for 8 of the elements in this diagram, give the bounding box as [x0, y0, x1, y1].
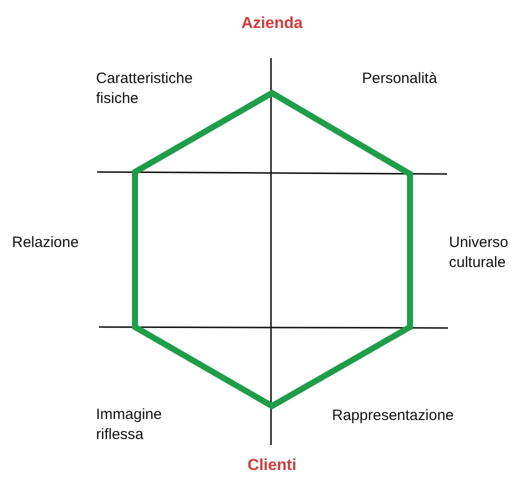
axis-heading: Azienda [240, 14, 304, 34]
facet-label: Relazione [12, 233, 80, 253]
facet-label: Immagine riflessa [96, 405, 163, 446]
facet-label: Universo culturale [449, 233, 510, 274]
facet-label: Rappresentazione [332, 406, 455, 426]
facet-label: Caratteristiche fisiche [96, 69, 194, 110]
facet-label: Personalità [362, 69, 438, 89]
axis-heading: Clienti [246, 456, 298, 476]
